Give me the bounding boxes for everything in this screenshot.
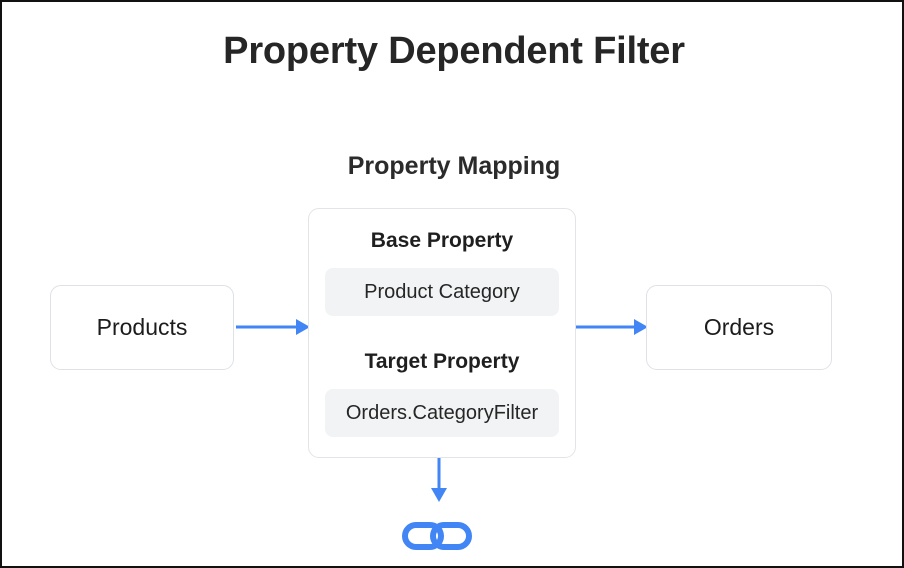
target-property-label: Target Property bbox=[364, 350, 520, 373]
base-property-value[interactable]: Product Category bbox=[325, 268, 559, 316]
target-property-value[interactable]: Orders.CategoryFilter bbox=[325, 389, 559, 437]
base-property-label: Base Property bbox=[370, 229, 514, 252]
arrow-right-icon-mapping-to-orders bbox=[574, 316, 648, 338]
node-products-label: Products bbox=[96, 314, 188, 340]
node-orders-label: Orders bbox=[703, 314, 775, 340]
section-heading-property-mapping: Property Mapping bbox=[347, 152, 561, 180]
link-chain-icon bbox=[402, 516, 472, 554]
page-title: Property Dependent Filter bbox=[223, 30, 685, 72]
node-products[interactable]: Products bbox=[50, 285, 234, 370]
property-mapping-card: Base Property Product Category Target Pr… bbox=[308, 208, 576, 458]
arrow-down-icon-mapping-to-link bbox=[424, 458, 454, 502]
arrow-right-icon-products-to-mapping bbox=[234, 316, 310, 338]
node-orders[interactable]: Orders bbox=[646, 285, 832, 370]
